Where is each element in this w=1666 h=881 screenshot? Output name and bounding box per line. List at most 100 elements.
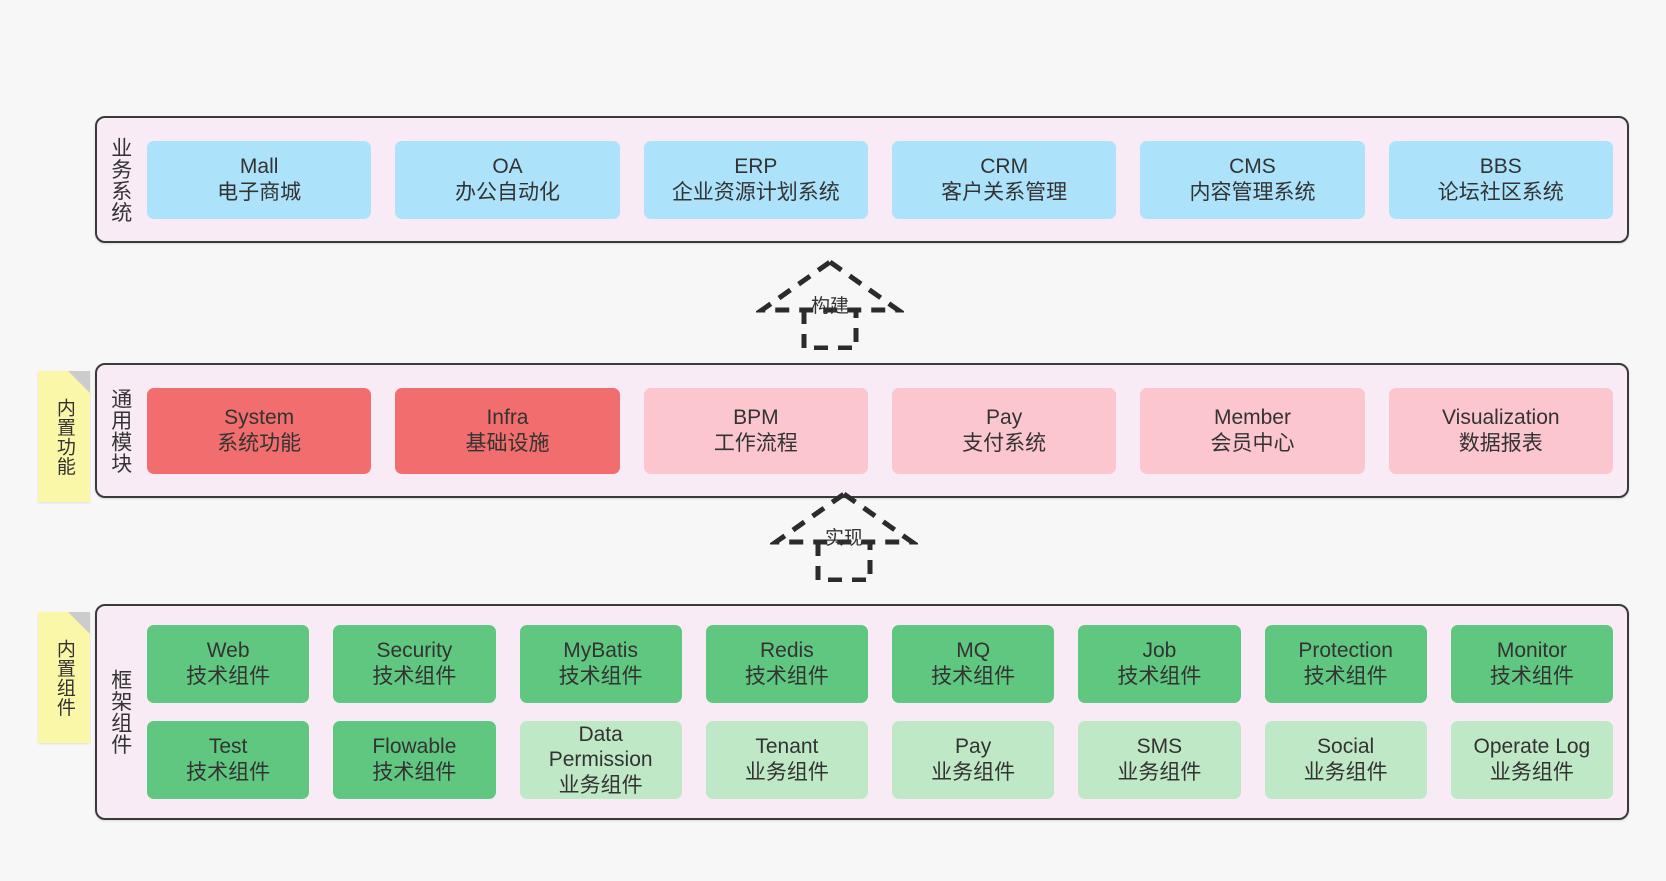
box-social[interactable]: Social 业务组件 [1264,721,1427,799]
box-title-en: Security [376,639,453,663]
box-title-cn: 办公自动化 [454,180,560,204]
box-title-en: ERP [734,154,778,178]
box-title-cn: 支付系统 [962,431,1047,455]
row-module-1: System 系统功能 Infra 基础设施 BPM 工作流程 Pay 支付系统… [147,387,1613,474]
box-title-en: Pay [986,405,1023,429]
box-title-cn: 会员中心 [1210,431,1295,455]
layer-business-system: 业务系统 Mall 电子商城 OA 办公自动化 ERP 企业资源计划系统 CRM… [95,116,1629,243]
box-title-cn: 业务组件 [1489,761,1574,784]
box-infra[interactable]: Infra 基础设施 [395,387,620,474]
box-title-en: CRM [980,154,1029,178]
box-mybatis[interactable]: MyBatis 技术组件 [519,625,682,703]
box-title-en: System [224,405,295,429]
box-bbs[interactable]: BBS 论坛社区系统 [1388,140,1613,219]
box-tenant[interactable]: Tenant 业务组件 [705,721,868,799]
note-label: 内置功能 [53,397,75,476]
box-title-cn: 技术组件 [1489,665,1574,688]
box-title-cn: 技术组件 [372,761,457,784]
box-protection[interactable]: Protection 技术组件 [1264,625,1427,703]
row-business-1: Mall 电子商城 OA 办公自动化 ERP 企业资源计划系统 CRM 客户关系… [147,140,1613,219]
box-test[interactable]: Test 技术组件 [147,721,310,799]
box-title-en: BPM [733,405,779,429]
box-title-cn: 业务组件 [1303,761,1388,784]
box-crm[interactable]: CRM 客户关系管理 [891,140,1117,219]
box-title-cn: 内容管理系统 [1189,180,1316,204]
box-web[interactable]: Web 技术组件 [147,625,310,703]
layer-title-module: 通用模块 [108,387,132,474]
box-pay-module[interactable]: Pay 支付系统 [891,387,1117,474]
box-title-cn: 业务组件 [1117,761,1202,784]
connector-implement-arrow [768,490,920,583]
box-title-en: Mall [239,154,279,178]
box-job[interactable]: Job 技术组件 [1078,625,1241,703]
box-security[interactable]: Security 技术组件 [333,625,496,703]
box-sms[interactable]: SMS 业务组件 [1078,721,1241,799]
box-title-cn: 工作流程 [713,431,798,455]
connector-build-arrow [754,258,906,351]
box-title-en: Test [208,735,248,759]
box-title-en: Infra [486,405,529,429]
box-pay-component[interactable]: Pay 业务组件 [892,721,1055,799]
note-builtin-feature: 内置功能 [38,371,90,502]
box-title-cn: 技术组件 [558,665,643,688]
layer-body-component: Web 技术组件 Security 技术组件 MyBatis 技术组件 Redi… [143,606,1627,818]
layer-common-module: 通用模块 System 系统功能 Infra 基础设施 BPM 工作流程 Pay… [95,363,1629,498]
box-title-en: Visualization [1442,405,1560,429]
note-fold-icon [68,612,90,634]
box-data-permission[interactable]: Data Permission 业务组件 [519,721,682,799]
box-title-en: MQ [956,639,991,663]
note-builtin-component: 内置组件 [38,612,90,743]
box-title-en: Tenant [755,735,819,759]
box-title-en: OA [492,154,523,178]
box-member[interactable]: Member 会员中心 [1140,387,1365,474]
box-title-en: Member [1213,405,1291,429]
box-title-en: Protection [1298,639,1393,663]
layer-title-business: 业务系统 [108,136,132,223]
connector-implement-label: 实现 [824,527,863,549]
box-erp[interactable]: ERP 企业资源计划系统 [643,140,868,219]
box-title-cn: 技术组件 [186,761,271,784]
box-title-en: Social [1317,735,1375,759]
box-title-cn: 系统功能 [217,431,302,455]
box-redis[interactable]: Redis 技术组件 [705,625,868,703]
layer-title-component: 框架组件 [108,669,132,755]
box-title-cn: 技术组件 [744,665,829,688]
box-system[interactable]: System 系统功能 [147,387,372,474]
row-component-2: Test 技术组件 Flowable 技术组件 Data Permission … [147,721,1613,799]
connector-implement [768,490,920,583]
box-title-cn: 企业资源计划系统 [671,180,840,204]
box-title-en: CMS [1229,154,1276,178]
connector-build [754,258,906,351]
box-title-en: BBS [1479,154,1522,178]
box-title-cn: 电子商城 [217,180,302,204]
box-title-cn: 客户关系管理 [941,180,1068,204]
box-bpm[interactable]: BPM 工作流程 [643,387,868,474]
box-title-en: Web [206,639,250,663]
box-title-cn: 技术组件 [931,665,1016,688]
box-title-cn: 技术组件 [372,665,457,688]
layer-framework-component: 框架组件 Web 技术组件 Security 技术组件 MyBatis 技术组件… [95,604,1629,820]
layer-body-module: System 系统功能 Infra 基础设施 BPM 工作流程 Pay 支付系统… [143,365,1627,496]
box-title-en: Operate Log [1473,735,1591,759]
box-visualization[interactable]: Visualization 数据报表 [1388,387,1613,474]
layer-body-business: Mall 电子商城 OA 办公自动化 ERP 企业资源计划系统 CRM 客户关系… [143,118,1627,241]
box-title-cn: 论坛社区系统 [1437,180,1564,204]
box-title-en: Monitor [1496,639,1567,663]
box-flowable[interactable]: Flowable 技术组件 [333,721,496,799]
box-title-cn: 业务组件 [744,761,829,784]
box-mall[interactable]: Mall 电子商城 [147,140,372,219]
box-operate-log[interactable]: Operate Log 业务组件 [1450,721,1613,799]
box-title-en: SMS [1136,735,1183,759]
box-title-en: Job [1142,639,1177,663]
box-monitor[interactable]: Monitor 技术组件 [1450,625,1613,703]
box-title-en: MyBatis [563,639,638,663]
box-oa[interactable]: OA 办公自动化 [395,140,620,219]
box-mq[interactable]: MQ 技术组件 [892,625,1055,703]
box-title-cn: 业务组件 [558,773,643,797]
box-title-cn: 业务组件 [931,761,1016,784]
box-title-en: Data Permission [548,722,653,772]
box-title-en: Pay [955,735,992,759]
box-title-en: Flowable [372,735,457,759]
box-cms[interactable]: CMS 内容管理系统 [1140,140,1365,219]
